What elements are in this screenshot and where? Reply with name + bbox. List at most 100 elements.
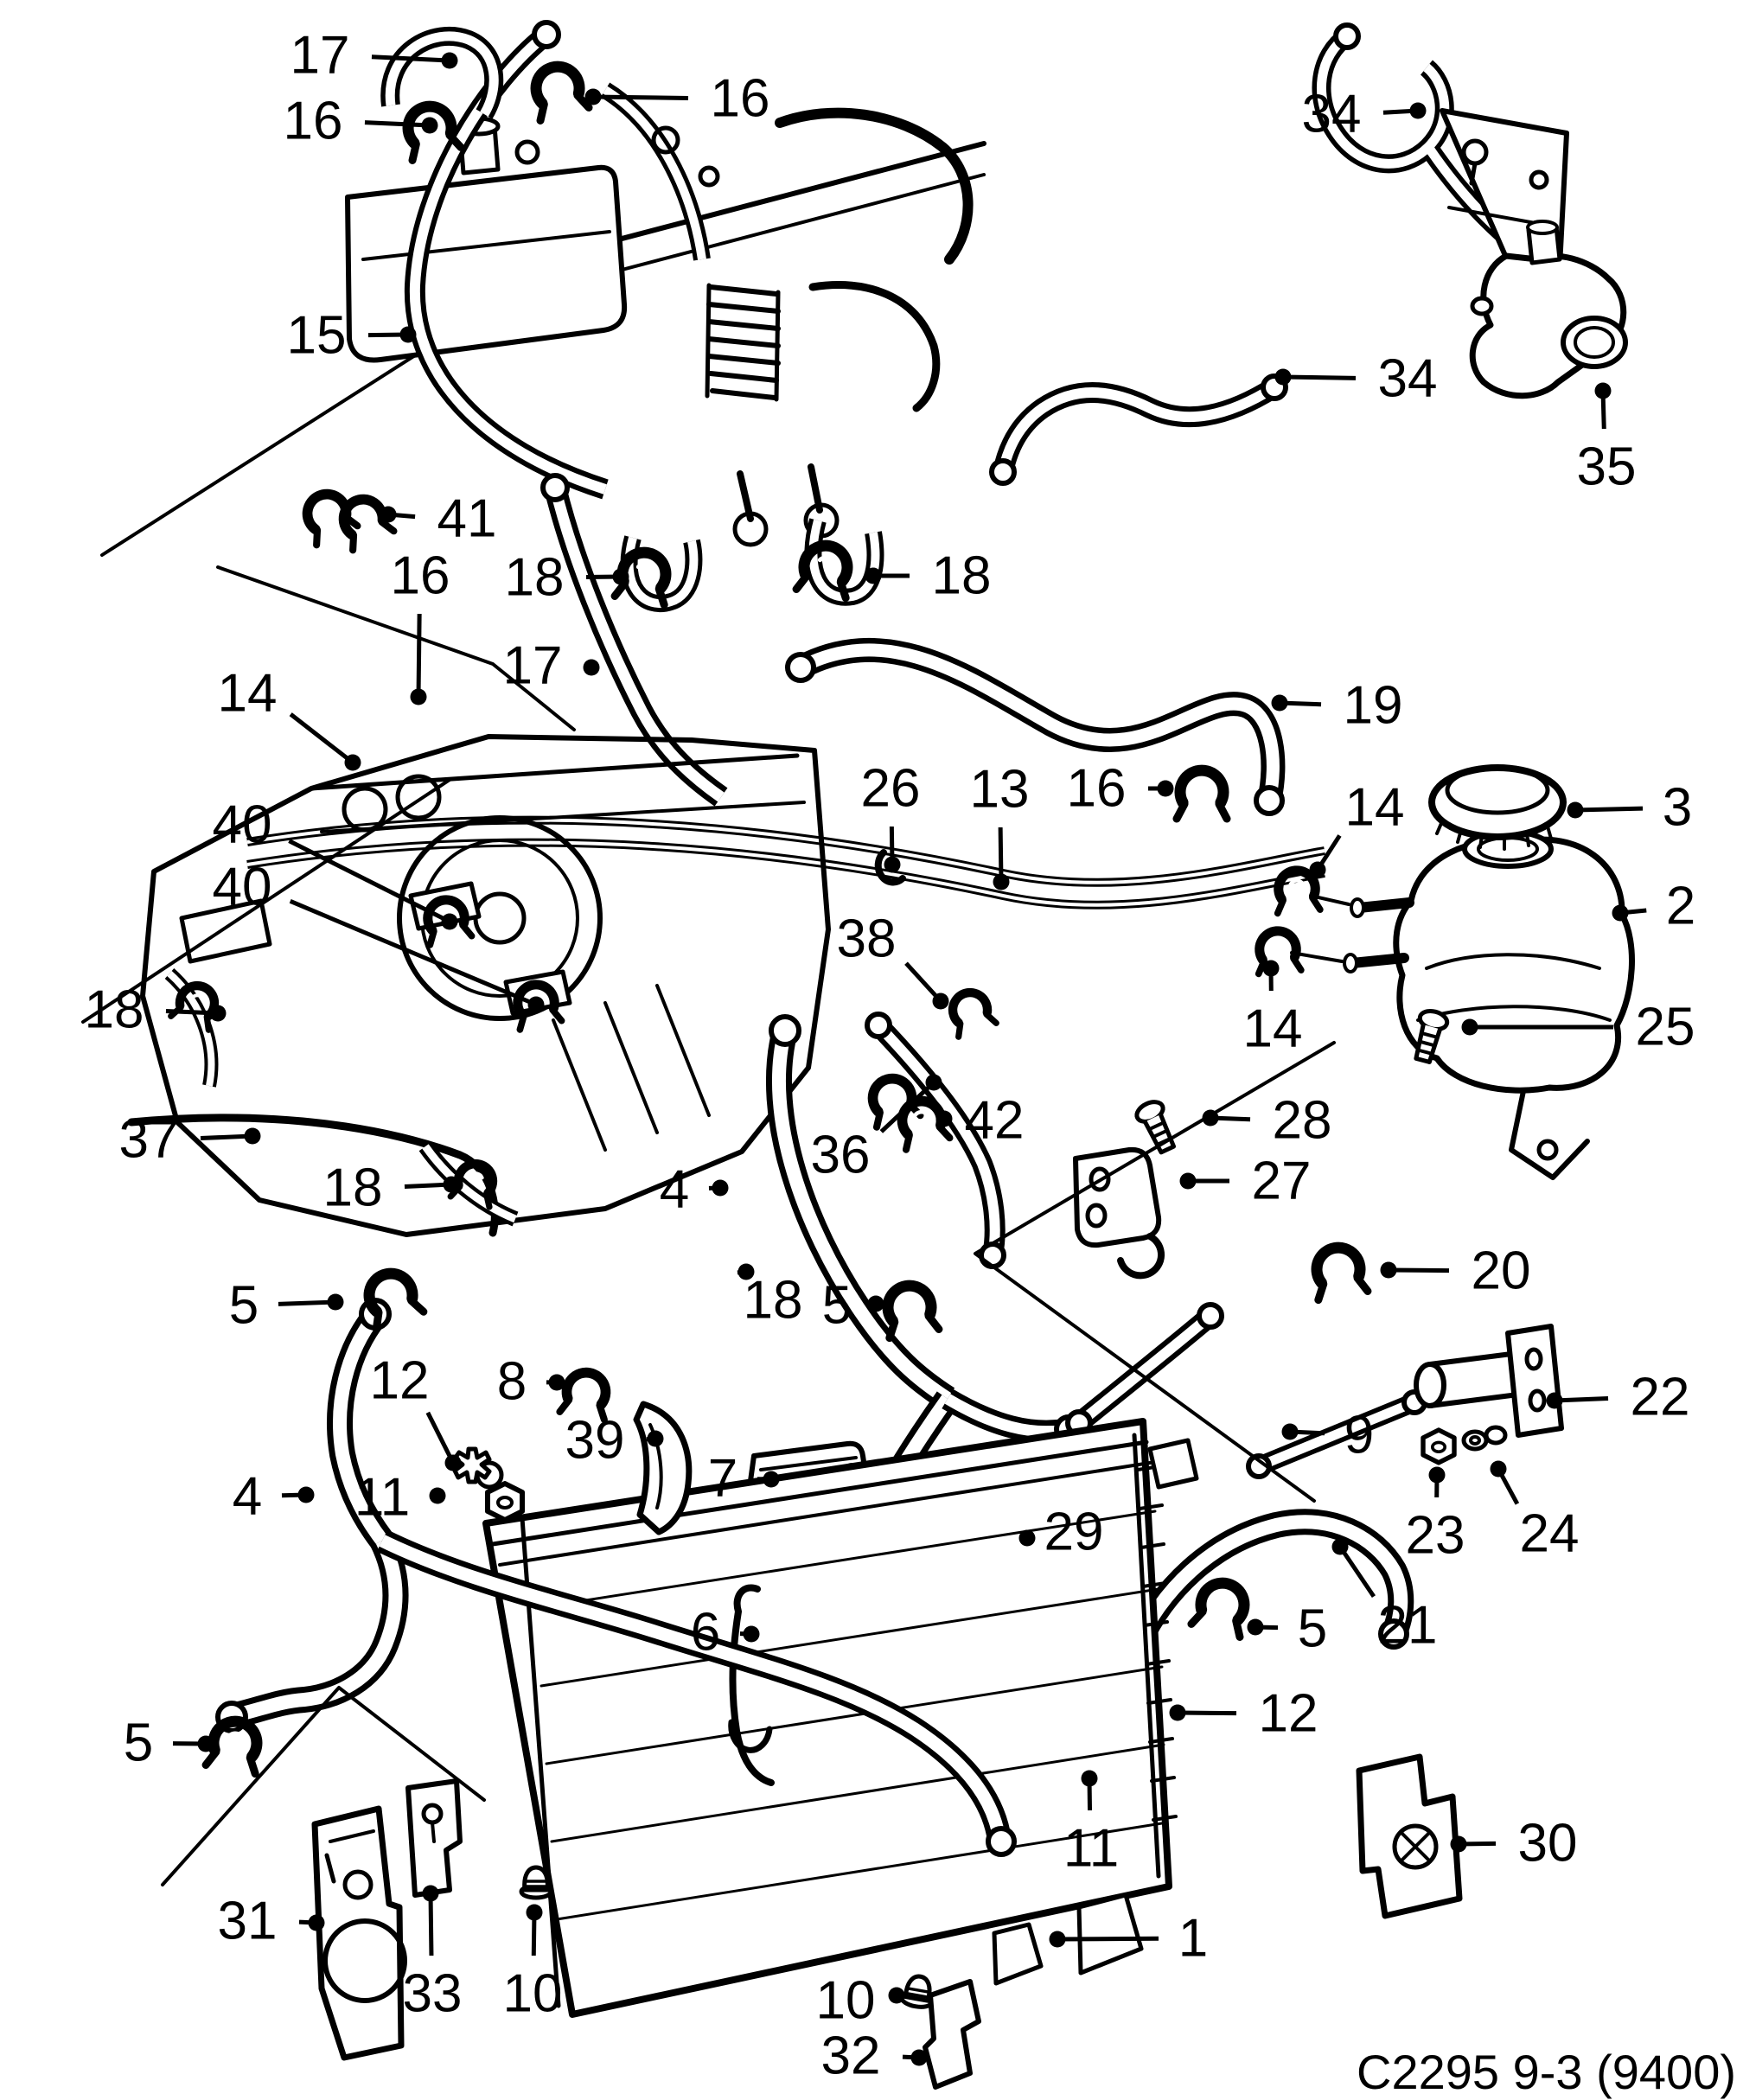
hose-34-lower-core [998, 382, 1278, 474]
callout-label: 5 [124, 1714, 153, 1773]
callout-label: 25 [1636, 998, 1695, 1057]
callout-12: 12 [370, 1351, 462, 1471]
shutoff-valve-35 [1469, 220, 1628, 399]
air-guide-31 [311, 1805, 407, 2061]
callout-8: 8 [497, 1352, 565, 1412]
callout-18: 18 [85, 980, 227, 1040]
leader-dot [209, 1005, 227, 1022]
callout-label: 41 [437, 489, 497, 549]
callout-label: 16 [1067, 759, 1127, 819]
bracket-33 [405, 1778, 463, 1898]
leader-dot [1546, 1392, 1563, 1409]
callout-32: 32 [821, 2027, 928, 2086]
hose-34-lower-cut-end [989, 458, 1017, 486]
callout-label: 40 [213, 858, 272, 917]
leader-dot [1409, 102, 1427, 119]
leader-line [425, 1411, 456, 1465]
callout-16: 16 [391, 546, 450, 705]
hose-21-cut-end [1378, 1618, 1409, 1650]
callout-10: 10 [816, 1971, 905, 2031]
callout-label: 20 [1472, 1241, 1531, 1301]
callout-5: 5 [229, 1276, 344, 1336]
callout-label: 3 [1663, 778, 1692, 838]
leader-dot [647, 1430, 664, 1447]
callout-label: 4 [233, 1467, 262, 1527]
callout-label: 31 [218, 1892, 278, 1951]
leader-dot [380, 506, 397, 523]
callout-label: 37 [119, 1110, 179, 1170]
callout-40: 40 [213, 858, 545, 1013]
callout-label: 14 [1243, 999, 1303, 1059]
clamp-5-icon [881, 1281, 939, 1337]
leader-dot [244, 1127, 261, 1145]
callout-label: 29 [1044, 1503, 1104, 1562]
callout-5: 5 [124, 1714, 214, 1773]
leader-dot [612, 568, 629, 585]
leader-dot [441, 913, 458, 930]
callout-33: 33 [403, 1885, 462, 2024]
callout-26: 26 [861, 759, 920, 873]
hose-17-long [544, 484, 728, 807]
callout-label: 27 [1252, 1152, 1312, 1211]
callout-19: 19 [1271, 676, 1402, 736]
leader-dot [1612, 904, 1629, 922]
callout-36: 36 [811, 1074, 942, 1185]
callout-37: 37 [119, 1110, 261, 1170]
callout-label: 2 [1666, 877, 1695, 936]
callout-18: 18 [505, 548, 629, 608]
callout-label: 34 [1378, 349, 1438, 409]
callout-label: 9 [1344, 1406, 1374, 1465]
leader-dot [1428, 1466, 1446, 1484]
callout-4: 4 [233, 1467, 315, 1527]
callout-label: 6 [691, 1603, 720, 1663]
leader-line [278, 1299, 336, 1306]
leader-dot [884, 856, 901, 873]
leader-dot [297, 1486, 315, 1503]
leader-dot [327, 1293, 344, 1311]
engine-mount-arm [808, 281, 941, 412]
leader-dot [1179, 1172, 1197, 1190]
callout-24: 24 [1490, 1460, 1579, 1564]
fitting-circle-b [698, 165, 720, 188]
leader-dot [865, 567, 882, 584]
leader-dot [763, 1471, 780, 1488]
callout-2: 2 [1612, 877, 1695, 936]
leader-dot [1490, 1460, 1507, 1478]
tank-bracket-hole [1536, 1139, 1559, 1161]
leader-line [364, 120, 431, 128]
callout-label: 32 [821, 2027, 881, 2086]
radiator [475, 1418, 1199, 2018]
fitting-circle-a [651, 125, 680, 155]
fan-shroud-30 [1356, 1753, 1463, 1919]
pipe-retainer-26 [874, 849, 906, 886]
callout-7: 7 [708, 1449, 780, 1509]
leader-dot [888, 1987, 905, 2004]
overflow-tank [345, 116, 628, 363]
leader-dot [1461, 1018, 1478, 1036]
callout-13: 13 [970, 760, 1029, 890]
leader-line [1388, 1267, 1450, 1273]
nut-11-icon [488, 1484, 522, 1520]
leader-line [416, 613, 422, 698]
hose-21-core [1129, 1515, 1408, 1651]
leader-dot [429, 1487, 446, 1504]
leader-dot [441, 52, 458, 69]
leader-dot [410, 688, 427, 705]
tank-port-lower [1347, 953, 1409, 968]
callout-3: 3 [1567, 778, 1692, 838]
clamp-20-icon [1310, 1243, 1368, 1299]
coil-spring [705, 283, 781, 402]
hose-18-u-right-core [808, 519, 880, 602]
callout-40: 40 [213, 795, 458, 930]
callout-6: 6 [691, 1603, 760, 1663]
leader-line [1338, 1545, 1376, 1598]
grommet-10-icon [521, 1867, 551, 1898]
leader-line [1282, 374, 1357, 380]
leader-dot [583, 659, 600, 676]
callout-12: 12 [1169, 1684, 1318, 1744]
strut-studs [732, 463, 840, 547]
callout-34: 34 [1302, 85, 1427, 144]
clamp-5-icon [206, 1717, 264, 1773]
leader-dot [737, 1263, 755, 1280]
leader-dot [1309, 861, 1326, 878]
